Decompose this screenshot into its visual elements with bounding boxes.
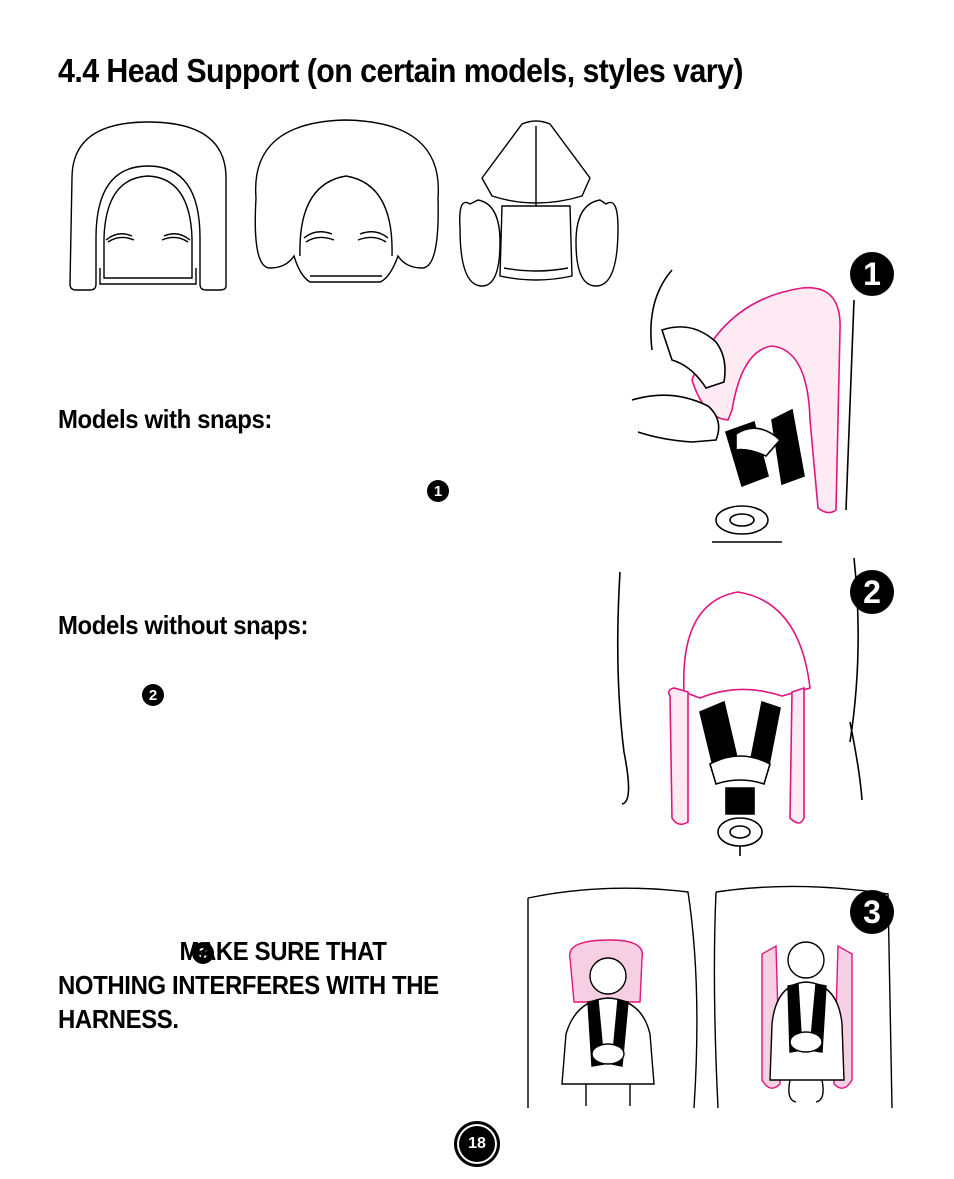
step-3-illustration xyxy=(527,885,893,1109)
step-2-illustration xyxy=(616,557,863,856)
models-with-snaps-heading: Models with snaps: xyxy=(58,404,273,434)
step-1-illustration xyxy=(631,269,855,543)
step-3-marker: 3 xyxy=(850,890,894,934)
inline-step-3-marker: 3 xyxy=(192,942,214,964)
inline-step-2-marker: 2 xyxy=(142,684,164,706)
warning-line-1: MAKE SURE THAT xyxy=(179,936,387,966)
warning-line-3: HARNESS. xyxy=(58,1004,179,1034)
page-title: 4.4 Head Support (on certain models, sty… xyxy=(58,52,744,89)
warning-line-2: NOTHING INTERFERES WITH THE xyxy=(58,970,439,1000)
step-1-marker: 1 xyxy=(850,252,894,296)
head-support-styles-illustration xyxy=(69,119,619,291)
inline-step-1-marker: 1 xyxy=(427,480,449,502)
harness-warning: MAKE SURE THAT NOTHING INTERFERES WITH T… xyxy=(58,934,463,1036)
models-without-snaps-heading: Models without snaps: xyxy=(58,610,309,640)
page-number-badge: 18 xyxy=(457,1124,497,1164)
